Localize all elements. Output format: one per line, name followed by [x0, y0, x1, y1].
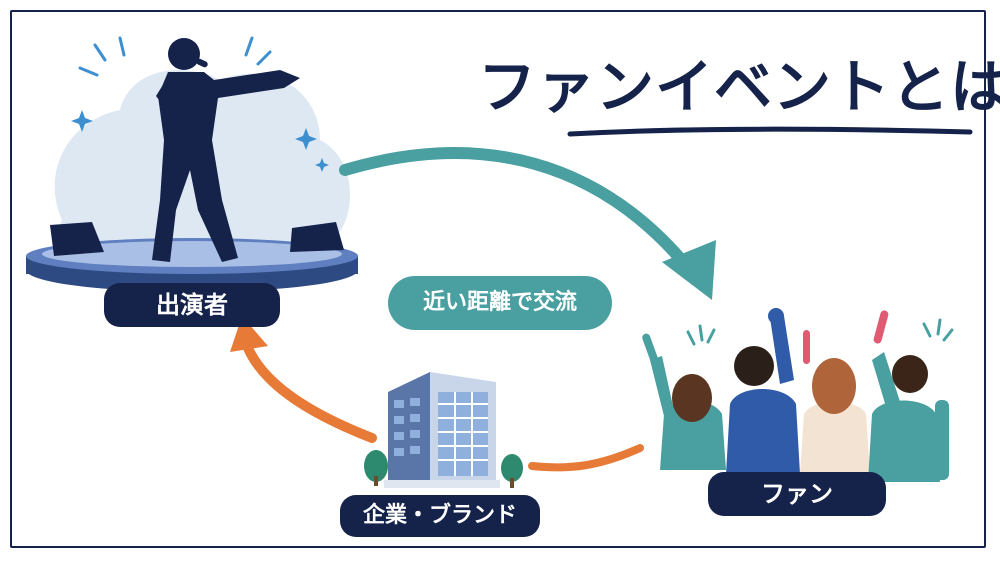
speaker-icon — [50, 222, 344, 256]
fan-crowd-icon — [642, 308, 954, 482]
tree-icon — [364, 450, 523, 488]
orange-line-from-fans — [528, 444, 644, 472]
singer-silhouette-icon — [152, 38, 300, 262]
teal-arrow-to-fans — [339, 147, 696, 276]
teal-arrowhead — [662, 240, 716, 300]
fans-label: ファン — [708, 472, 886, 516]
glowstick-icon — [642, 333, 658, 363]
interaction-label: 近い距離で交流 — [388, 276, 612, 330]
title-underline — [567, 126, 973, 137]
glowstick-icon — [803, 330, 810, 364]
performer-label: 出演者 — [104, 283, 280, 327]
orange-arrow-to-performer — [243, 343, 377, 443]
stage-icon — [26, 238, 358, 292]
company-label: 企業・ブランド — [340, 495, 540, 537]
glowstick-icon — [873, 310, 889, 344]
page-title: ファンイベントとは — [478, 53, 1000, 121]
star-sparkle-icon — [71, 110, 329, 172]
office-building-icon — [384, 372, 500, 488]
